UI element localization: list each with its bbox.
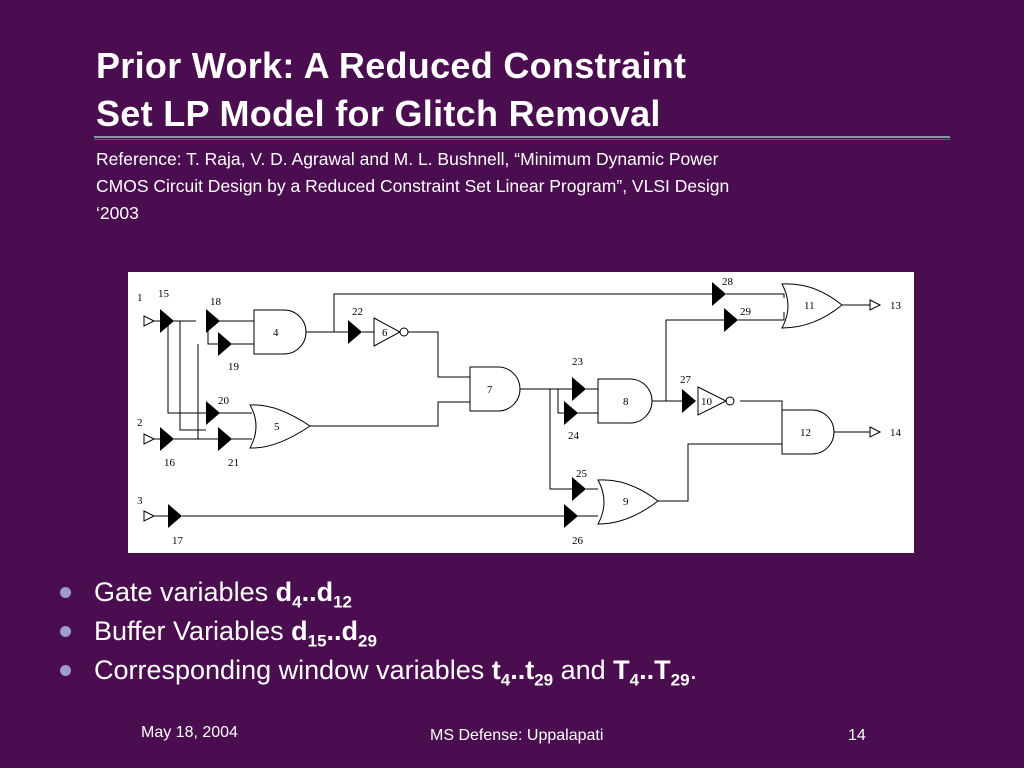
- gate-label-5: 5: [274, 421, 280, 433]
- buffer-label-18: 18: [210, 296, 222, 308]
- bullet-window-variables: Corresponding window variables t4..t29 a…: [60, 652, 960, 691]
- gate-label-10: 10: [701, 396, 713, 408]
- gate-label-8: 8: [623, 396, 629, 408]
- gate-label-4: 4: [273, 327, 279, 339]
- gate-label-6: 6: [382, 327, 388, 339]
- buffer-label-23: 23: [572, 356, 584, 368]
- title-line-1: Prior Work: A Reduced Constraint: [96, 45, 687, 86]
- input-label-1: 1: [137, 292, 143, 304]
- buffer-label-26: 26: [572, 535, 584, 547]
- title-divider-shadow: [94, 139, 950, 140]
- buffer-label-22: 22: [352, 306, 363, 318]
- circuit-diagram: .w { stroke:#000; stroke-width:1; fill:n…: [128, 272, 914, 553]
- gate-label-7: 7: [487, 384, 493, 396]
- buffer-label-19: 19: [228, 361, 240, 373]
- reference-line-1: Reference: T. Raja, V. D. Agrawal and M.…: [96, 149, 719, 169]
- bullet-dot: [60, 587, 71, 598]
- reference-line-3: ‘2003: [96, 203, 139, 223]
- bullet-gate-variables: Gate variables d4..d12: [60, 574, 960, 613]
- output-label-14: 14: [890, 427, 902, 439]
- input-label-2: 2: [137, 417, 143, 429]
- gate-label-12: 12: [800, 427, 811, 439]
- reference-line-2: CMOS Circuit Design by a Reduced Constra…: [96, 176, 730, 196]
- footer-presentation-title: MS Defense: Uppalapati: [430, 727, 604, 744]
- gate-label-11: 11: [804, 300, 815, 312]
- buffer-label-21: 21: [228, 457, 239, 469]
- buffer-label-17: 17: [172, 535, 184, 547]
- buffer-label-20: 20: [218, 395, 230, 407]
- title-line-2: Set LP Model for Glitch Removal: [96, 93, 661, 134]
- buffer-label-16: 16: [164, 457, 176, 469]
- footer-page-number: 14: [848, 727, 866, 744]
- buffer-label-29: 29: [740, 306, 752, 318]
- buffer-label-25: 25: [576, 468, 588, 480]
- gate-label-9: 9: [623, 496, 629, 508]
- bullet-dot: [60, 626, 71, 637]
- slide-title: Prior Work: A Reduced Constraint Set LP …: [96, 42, 976, 138]
- input-label-3: 3: [137, 495, 143, 507]
- reference-text: Reference: T. Raja, V. D. Agrawal and M.…: [96, 146, 956, 227]
- bullet-list: Gate variables d4..d12 Buffer Variables …: [60, 574, 960, 691]
- bullet-dot: [60, 665, 71, 676]
- title-divider: [94, 136, 950, 138]
- buffer-label-15: 15: [158, 288, 170, 300]
- buffer-label-27: 27: [680, 374, 692, 386]
- output-label-13: 13: [890, 300, 902, 312]
- buffer-label-24: 24: [568, 430, 580, 442]
- buffer-label-28: 28: [722, 276, 734, 288]
- bullet-buffer-variables: Buffer Variables d15..d29: [60, 613, 960, 652]
- footer-date: May 18, 2004: [141, 724, 238, 741]
